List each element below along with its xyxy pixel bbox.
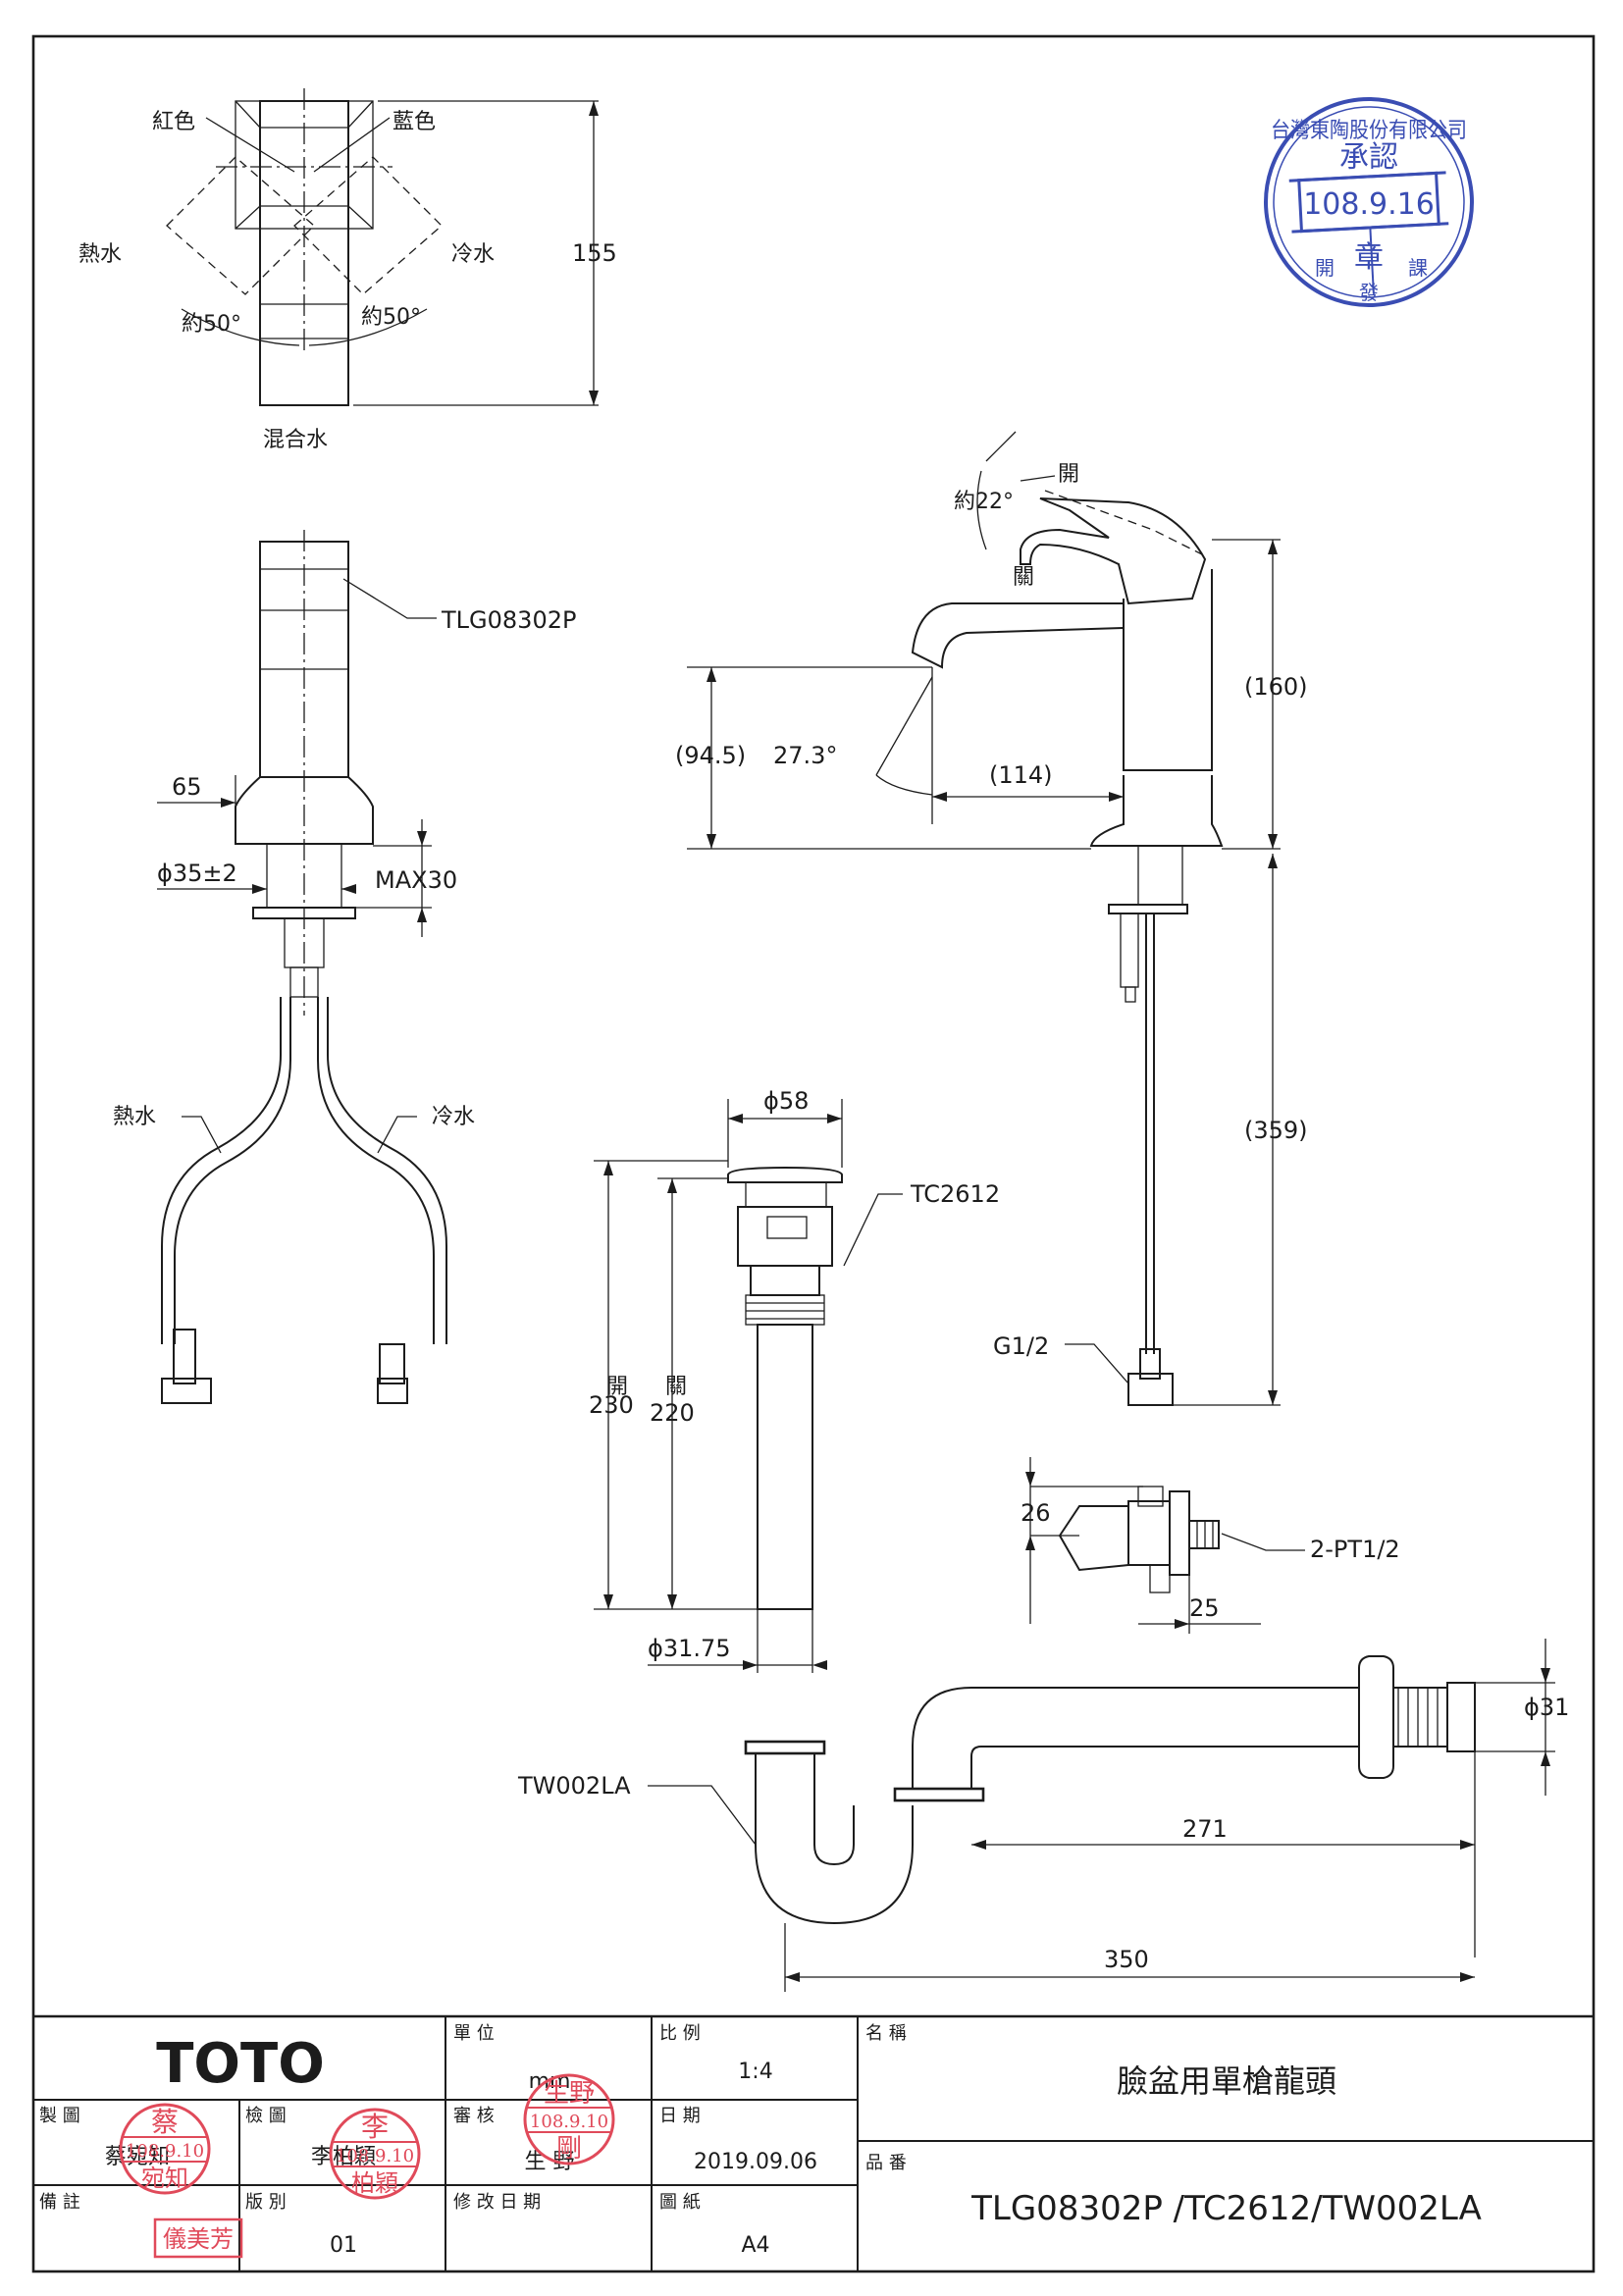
approval-stamp [1264,96,1474,307]
label-angle-left: 約50° [182,312,241,337]
version-value: 01 [330,2233,357,2258]
checked-label: 檢 圖 [245,2106,287,2126]
dim-58: ϕ58 [763,1087,809,1115]
dim-155: 155 [572,239,617,267]
dim-max30: MAX30 [375,866,457,894]
p-trap [648,1639,1555,1992]
drawn-seal-bottom: 宛知 [141,2165,188,2192]
paper-label: 圖 紙 [659,2192,701,2213]
part-label: 品 番 [865,2153,907,2173]
label-hot-top: 熱水 [79,242,122,267]
label-cold-hose: 冷水 [432,1105,475,1129]
label-thread-pt12: 2-PT1/2 [1310,1536,1400,1563]
approved-seal-top: 生野 [544,2079,595,2109]
dim-220: 220 [650,1399,695,1427]
remarks-label: 備 註 [39,2192,80,2213]
label-model-drain: TC2612 [910,1180,1000,1208]
checked-seal-top: 李 [361,2111,389,2143]
stamp-dept-center: 發 [1359,281,1379,304]
label-drain-close: 關 [665,1375,687,1399]
drawn-value: 蔡宛知 [105,2145,170,2169]
stamp-dept-right: 課 [1408,256,1428,280]
stamp-company: 台灣東陶股份有限公司 [1271,119,1467,143]
brand-logo: TOTO [156,2032,325,2096]
label-mixed: 混合水 [263,428,328,452]
dim-26: 26 [1021,1499,1051,1527]
label-angle-right: 約50° [361,305,421,330]
checked-seal [329,2108,421,2200]
part-value: TLG08302P /TC2612/TW002LA [970,2189,1482,2228]
date-label: 日 期 [659,2106,701,2126]
faucet-front-view [157,530,447,1404]
date-value: 2019.09.06 [694,2150,817,2174]
title-block [33,2014,1594,2271]
label-red: 紅色 [152,110,195,134]
dim-271: 271 [1182,1815,1228,1843]
checked-seal-date: 108.9.10 [336,2146,414,2166]
handle-rotation-view [166,88,599,406]
dim-hole-diameter: ϕ35±2 [157,860,237,887]
label-blue: 藍色 [393,110,436,134]
dim-230: 230 [589,1391,634,1419]
faucet-side-view [687,431,1281,1406]
label-open-lever: 開 [1058,462,1079,487]
stamp-seal: 章 [1354,240,1384,275]
dim-31-75: ϕ31.75 [648,1635,731,1662]
label-hot-hose: 熱水 [113,1105,156,1129]
drawing-border [31,34,1596,2273]
checked-seal-bottom: 柏穎 [351,2169,398,2197]
approved-label: 審 核 [453,2106,495,2126]
stamp-title: 承認 [1339,140,1398,175]
label-drain-open: 開 [606,1375,628,1399]
label-model-faucet: TLG08302P [441,606,576,634]
angle-valve [1025,1457,1305,1634]
dim-spout-angle: 27.3° [773,742,837,769]
approved-seal-date: 108.9.10 [530,2112,608,2132]
dim-65: 65 [172,773,202,801]
drain-assembly [594,1099,903,1673]
unit-label: 單 位 [453,2023,495,2044]
label-close-lever: 關 [1013,565,1034,590]
remark-seal-text: 儀美芳 [163,2225,234,2253]
stamp-dept-left: 開 [1315,256,1335,280]
dim-359: (359) [1244,1117,1308,1144]
drawn-seal-top: 蔡 [151,2106,179,2138]
label-thread-g12: G1/2 [993,1332,1049,1360]
dim-114: (114) [989,761,1053,789]
drawn-seal [119,2103,211,2195]
drawn-seal-date: 108.9.10 [126,2141,204,2162]
approved-seal [523,2073,615,2166]
version-label: 版 別 [245,2192,287,2213]
stamp-date: 108.9.16 [1303,187,1435,222]
checked-value: 李柏穎 [311,2145,376,2169]
dim-160: (160) [1244,673,1308,701]
name-value: 臉盆用單槍龍頭 [1117,2062,1336,2100]
dim-25: 25 [1189,1594,1220,1622]
dim-350: 350 [1104,1946,1149,1973]
scale-label: 比 例 [659,2023,701,2044]
label-model-trap: TW002LA [517,1772,631,1800]
dim-31: ϕ31 [1524,1694,1569,1721]
remark-seal [153,2218,243,2259]
approved-seal-bottom: 剛 [556,2134,582,2164]
name-label: 名 稱 [865,2023,907,2044]
drawn-label: 製 圖 [39,2106,80,2126]
label-lever-angle: 約22° [954,490,1014,514]
label-cold-top: 冷水 [451,242,495,267]
scale-value: 1:4 [738,2060,772,2084]
paper-value: A4 [741,2233,769,2258]
dim-94-5: (94.5) [675,742,746,769]
revision-label: 修 改 日 期 [453,2192,541,2213]
